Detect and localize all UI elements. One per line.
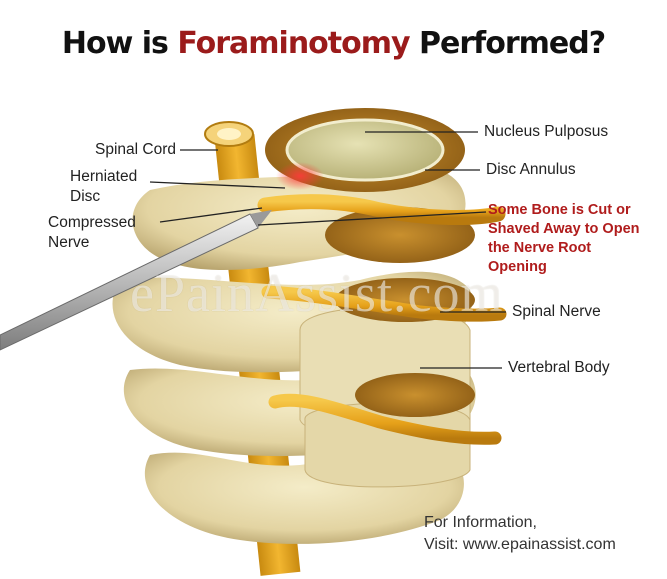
title-suffix: Performed? [409,26,606,61]
label-procedure-line2: Shaved Away to Open [488,221,640,237]
footer-info: For Information, Visit: www.epainassist.… [424,512,616,556]
page-title: How is Foraminotomy Performed? [0,26,667,61]
label-vertebral-body: Vertebral Body [508,359,610,376]
label-spinal-cord: Spinal Cord [95,141,176,158]
label-nucleus-pulposus: Nucleus Pulposus [484,123,609,140]
label-herniated-disc-line2: Disc [70,188,101,205]
label-herniated-disc-line1: Herniated [70,168,138,185]
top-disc [265,108,465,192]
label-compressed-nerve-line2: Nerve [48,234,90,251]
label-procedure-line3: the Nerve Root [488,240,592,256]
label-procedure-line4: Opening [488,259,547,275]
label-compressed-nerve-line1: Compressed [48,214,136,231]
label-procedure-line1: Some Bone is Cut or [488,202,631,218]
title-prefix: How is [61,26,178,61]
footer-line1: For Information, [424,514,537,531]
title-highlight: Foraminotomy [177,26,410,61]
label-spinal-nerve: Spinal Nerve [512,303,601,320]
leader-compressed-nerve [159,207,263,223]
leader-lines [149,131,506,369]
leader-herniated-disc [149,181,286,189]
spinal-nerves [257,194,507,445]
surgical-instrument [0,210,272,351]
label-disc-annulus: Disc Annulus [486,161,576,178]
footer-line2: Visit: www.epainassist.com [424,536,616,553]
watermark: ePainAssist.com [130,263,504,323]
leader-procedure [257,211,487,226]
